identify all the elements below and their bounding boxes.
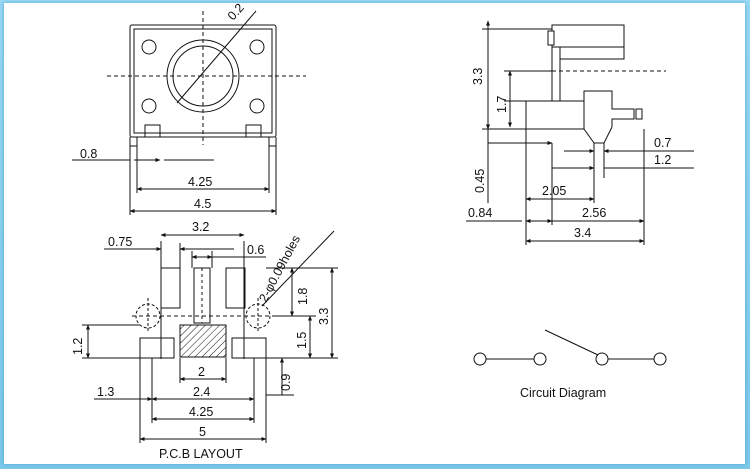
pad-bottom-right [231,337,267,359]
label-dim-lead-span: 4.25 [188,175,212,189]
label-dim-width: 4.5 [194,197,211,211]
label-dim-span1: 2.05 [542,184,566,198]
lead-left [144,124,161,137]
terminal-4 [653,352,667,366]
side-lead [583,126,613,144]
mounting-hole-bottom-left [141,98,157,114]
label-dim-top-span: 3.2 [192,220,209,234]
mounting-hole-top-right [249,39,265,55]
side-base [526,90,635,127]
pad-top-left [160,267,181,309]
label-dim-center: 2 [198,365,205,379]
label-dim-span2: 2.56 [582,206,606,220]
lead-foot-right [268,137,277,147]
circuit-diagram-caption: Circuit Diagram [520,386,606,400]
leader-radius-ext [243,10,257,26]
label-dim-base: 0.45 [473,169,487,193]
label-dim-v1: 1.8 [296,288,310,305]
mounting-hole-bottom-right [249,98,265,114]
label-dim-w5: 5 [199,425,206,439]
top-view [72,10,306,215]
terminal-1 [473,352,487,366]
circuit-diagram [473,329,667,366]
label-dim-v2: 3.3 [317,308,331,325]
label-dim-total: 3.4 [574,226,591,240]
label-dim-v09: 0.9 [279,374,293,391]
drawing-sheet: 0.2 0.8 4.25 4.5 3.3 1.7 0.7 1.2 0.45 2.… [4,1,745,464]
side-tab [635,108,643,120]
label-dim-h-left: 1.2 [71,338,85,355]
label-dim-off2: 1.2 [654,153,671,167]
switch-body-inner [133,28,273,134]
terminal-3 [595,352,609,366]
label-dim-v3: 1.5 [295,332,309,349]
label-dim-r: 0.2 [225,3,247,23]
mounting-hole-top-left [141,39,157,55]
lead-foot-left [129,137,138,147]
label-dim-left: 0.84 [468,206,492,220]
pcb-layout [82,230,338,443]
label-dim-w24: 2.4 [193,385,210,399]
label-dim-w425: 4.25 [189,405,213,419]
pcb-layout-title: P.C.B LAYOUT [159,447,243,461]
label-dim-slot: 0.6 [247,243,264,257]
side-actuator [532,24,625,48]
label-dim-left-pad: 0.75 [108,235,132,249]
label-dim-height: 3.3 [471,68,485,85]
label-dim-h1: 1.3 [97,385,114,399]
label-dim-mid: 1.7 [495,96,509,113]
hatched-keepout [179,324,227,358]
side-view [466,20,694,245]
technical-drawing: 0.2 0.8 4.25 4.5 3.3 1.7 0.7 1.2 0.45 2.… [71,1,694,461]
pad-top-right [225,267,246,309]
pad-bottom-left [139,337,175,359]
leader-radius [176,24,245,104]
lead-right [245,124,262,137]
side-knob [547,30,555,46]
label-dim-off1: 0.7 [654,136,671,150]
side-stem [551,47,561,102]
terminal-2 [533,352,547,366]
label-dim-pitch: 0.8 [80,147,97,161]
switch-contact-lever [544,329,599,356]
